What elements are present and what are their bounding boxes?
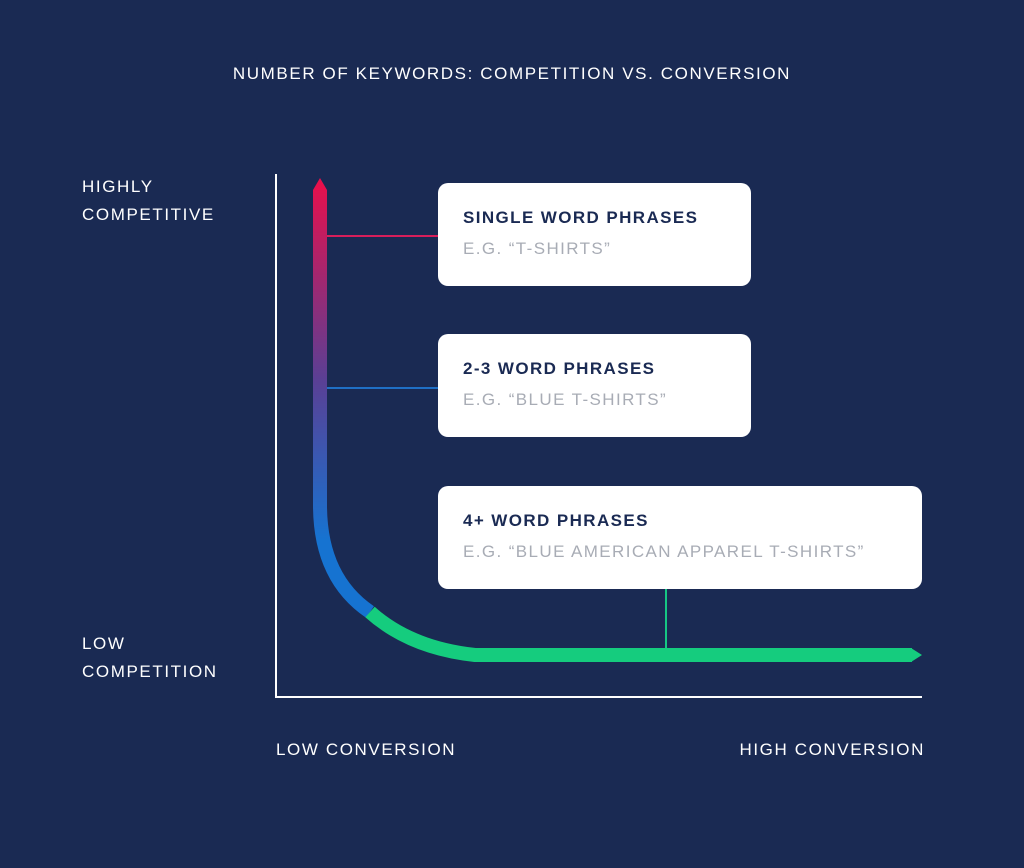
y-axis-bottom-label-line-2: COMPETITION <box>82 662 218 681</box>
diagram-title: NUMBER OF KEYWORDS: COMPETITION VS. CONV… <box>232 64 792 83</box>
competition-curve-upper <box>313 190 375 618</box>
card-title: 2-3 WORD PHRASES <box>463 359 656 378</box>
card-4-plus-word-phrases: 4+ WORD PHRASES E.G. “BLUE AMERICAN APPA… <box>438 486 922 589</box>
card-single-word-phrases: SINGLE WORD PHRASES E.G. “T-SHIRTS” <box>438 183 751 286</box>
card-title: 4+ WORD PHRASES <box>463 511 649 530</box>
card-example: E.G. “T-SHIRTS” <box>463 239 612 258</box>
competition-curve-lower <box>365 606 912 662</box>
y-axis-bottom-label: LOW COMPETITION <box>82 630 218 686</box>
y-axis-bottom-label-line-1: LOW <box>82 634 126 653</box>
card-title: SINGLE WORD PHRASES <box>463 208 699 227</box>
card-example: E.G. “BLUE AMERICAN APPAREL T-SHIRTS” <box>463 542 865 561</box>
y-axis-top-label-line-2: COMPETITIVE <box>82 205 215 224</box>
card-example: E.G. “BLUE T-SHIRTS” <box>463 390 668 409</box>
y-axis-top-label: HIGHLY COMPETITIVE <box>82 173 215 229</box>
x-axis-left-label: LOW CONVERSION <box>276 740 457 759</box>
card-2-3-word-phrases: 2-3 WORD PHRASES E.G. “BLUE T-SHIRTS” <box>438 334 751 437</box>
curve-right-arrow <box>911 648 922 662</box>
x-axis-right-label: HIGH CONVERSION <box>739 740 925 759</box>
y-axis-top-label-line-1: HIGHLY <box>82 177 154 196</box>
curve-top-arrow <box>313 178 327 190</box>
